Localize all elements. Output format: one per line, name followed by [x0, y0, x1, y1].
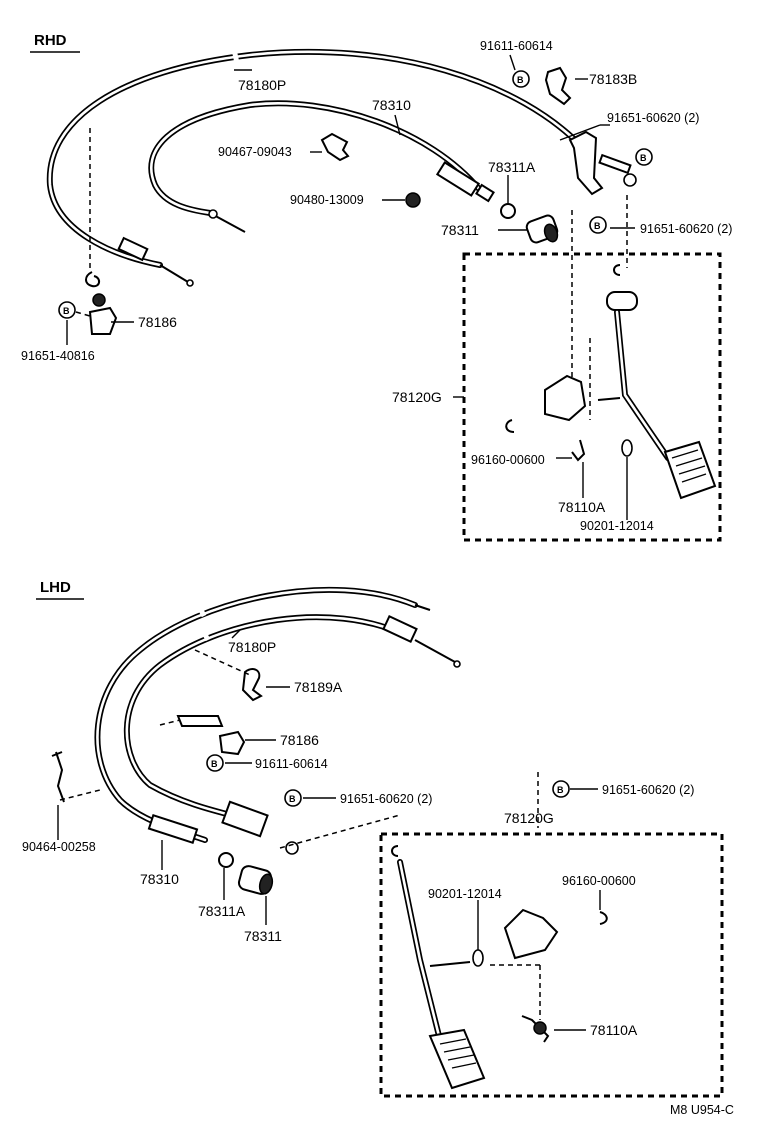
lhd-label-cable: 78180P [228, 639, 276, 655]
rhd-label-spring: 78110A [558, 499, 606, 515]
lhd-label-bracket: 78186 [280, 732, 319, 748]
rhd-bolt-symbols: B B B B [58, 70, 653, 319]
lhd-outer-cable [94, 586, 431, 845]
svg-text:B: B [557, 785, 564, 795]
rhd-bracket-78186-icon [85, 271, 118, 335]
rhd-clip-icon [320, 132, 350, 162]
rhd-grommet-icon [405, 192, 421, 208]
lhd-label-bolt-a: 91611-60614 [255, 757, 328, 771]
rhd-label-bushing: 96160-00600 [471, 453, 545, 467]
rhd-heading: RHD [34, 32, 67, 49]
lhd-pedal-icon [391, 845, 608, 1090]
rhd-label-grommet: 90480-13009 [290, 193, 364, 207]
rhd-label-washer: 90201-12014 [580, 519, 654, 533]
lhd-stopper-a-icon [218, 852, 234, 868]
rhd-label-cable: 78180P [238, 77, 286, 93]
lhd-label-inner-cable: 78310 [140, 871, 179, 887]
rhd-label-bolt-top: 91651-60620 (2) [607, 111, 699, 125]
lhd-bracket-icon [176, 715, 246, 756]
lhd-stopper-icon [237, 865, 274, 895]
lhd-label-spring: 78110A [590, 1022, 638, 1038]
lhd-label-bolt-c: 91651-60620 (2) [602, 783, 694, 797]
lhd-inner-cable [123, 614, 461, 855]
rhd-label-stopper: 78311 [441, 222, 479, 238]
lhd-label-bushing: 96160-00600 [562, 874, 636, 888]
lhd-label-stopper: 78311 [244, 928, 282, 944]
svg-text:B: B [289, 794, 296, 804]
rhd-label-clip: 90467-09043 [218, 145, 292, 159]
rhd-label-inner-cable: 78310 [372, 97, 411, 113]
lhd-label-clamp: 78189A [294, 679, 343, 695]
svg-text:B: B [517, 75, 524, 85]
rhd-label-clamp-top: 91611-60614 [480, 39, 553, 53]
lhd-label-clip: 90464-00258 [22, 840, 96, 854]
rhd-label-bolt-mid: 91651-60620 (2) [640, 222, 732, 236]
rhd-inner-cable [148, 100, 495, 233]
rhd-leaders [66, 54, 635, 520]
lhd-leaders [57, 629, 601, 1031]
lhd-clamp-icon [241, 668, 263, 702]
lhd-label-stopper-a: 78311A [198, 903, 246, 919]
rhd-label-bracket-top: 78183B [589, 71, 637, 87]
svg-text:B: B [63, 306, 70, 316]
rhd-label-bracket-left: 78186 [138, 314, 177, 330]
rhd-outer-cable [46, 44, 588, 287]
rhd-pedal-icon [505, 264, 717, 500]
lhd-clip-icon [51, 751, 65, 803]
rhd-stopper-a-icon [500, 203, 516, 219]
rhd-label-pedal-assy: 78120G [392, 389, 442, 405]
svg-text:B: B [594, 221, 601, 231]
rhd-label-stopper-a: 78311A [488, 159, 536, 175]
svg-text:B: B [640, 153, 647, 163]
rhd-section: RHD [21, 32, 732, 542]
lhd-bolt-symbols: B B B [206, 754, 570, 807]
lhd-label-bolt-b: 91651-60620 (2) [340, 792, 432, 806]
lhd-section: LHD [22, 579, 724, 1098]
rhd-cable-bracket-icon [568, 130, 637, 196]
rhd-stopper-icon [525, 214, 559, 244]
rhd-label-bolt-left: 91651-40816 [21, 349, 95, 363]
svg-text:B: B [211, 759, 218, 769]
lhd-label-pedal-assy: 78120G [504, 810, 554, 826]
rhd-bracket-78183b-icon [544, 66, 572, 106]
lhd-heading: LHD [40, 579, 71, 596]
diagram-code: M8 U954-C [670, 1103, 734, 1117]
lhd-pedal-assy-box [379, 832, 724, 1098]
lhd-label-washer: 90201-12014 [428, 887, 502, 901]
